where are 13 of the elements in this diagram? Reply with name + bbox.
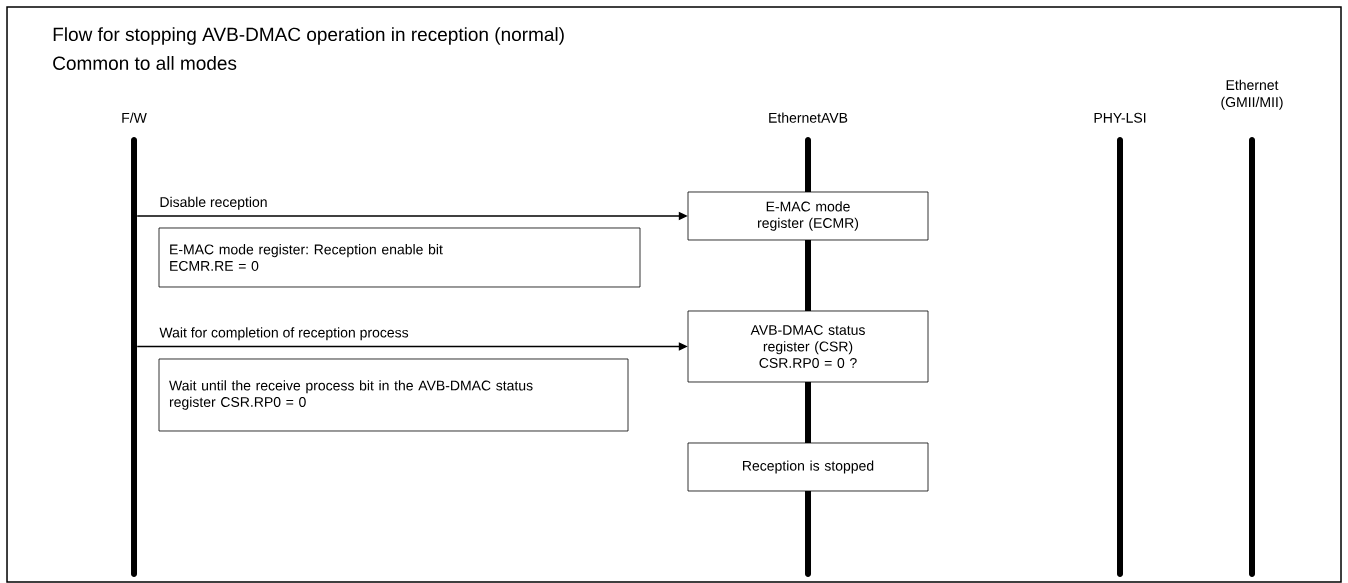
edge-label: Disable reception — [160, 196, 267, 210]
note-box: Wait until the receive process bit in the AVB-DMAC status register CSR.RP0 = 0 — [158, 358, 629, 432]
lifeline-label: EthernetAVB — [769, 112, 848, 123]
lifeline-label: Ethernet (GMII/MII) — [1221, 79, 1283, 110]
subtitle: Common to all modes — [53, 56, 237, 70]
note-box: E-MAC mode register: Reception enable bit ECMR.RE = 0 — [158, 227, 641, 288]
edge-label: Wait for completion of reception process — [159, 327, 409, 341]
process-box: E-MAC mode register (ECMR) — [687, 191, 929, 241]
title: Flow for stopping AVB-DMAC operation in reception (normal) — [53, 27, 564, 45]
process-box: Reception is stopped — [687, 442, 929, 492]
process-box: AVB-DMAC status register (CSR) CSR.RP0 = 0 ? — [687, 310, 929, 383]
lifeline-label: PHY-LSI — [1094, 112, 1146, 123]
lifeline-label: F/W — [122, 112, 147, 123]
